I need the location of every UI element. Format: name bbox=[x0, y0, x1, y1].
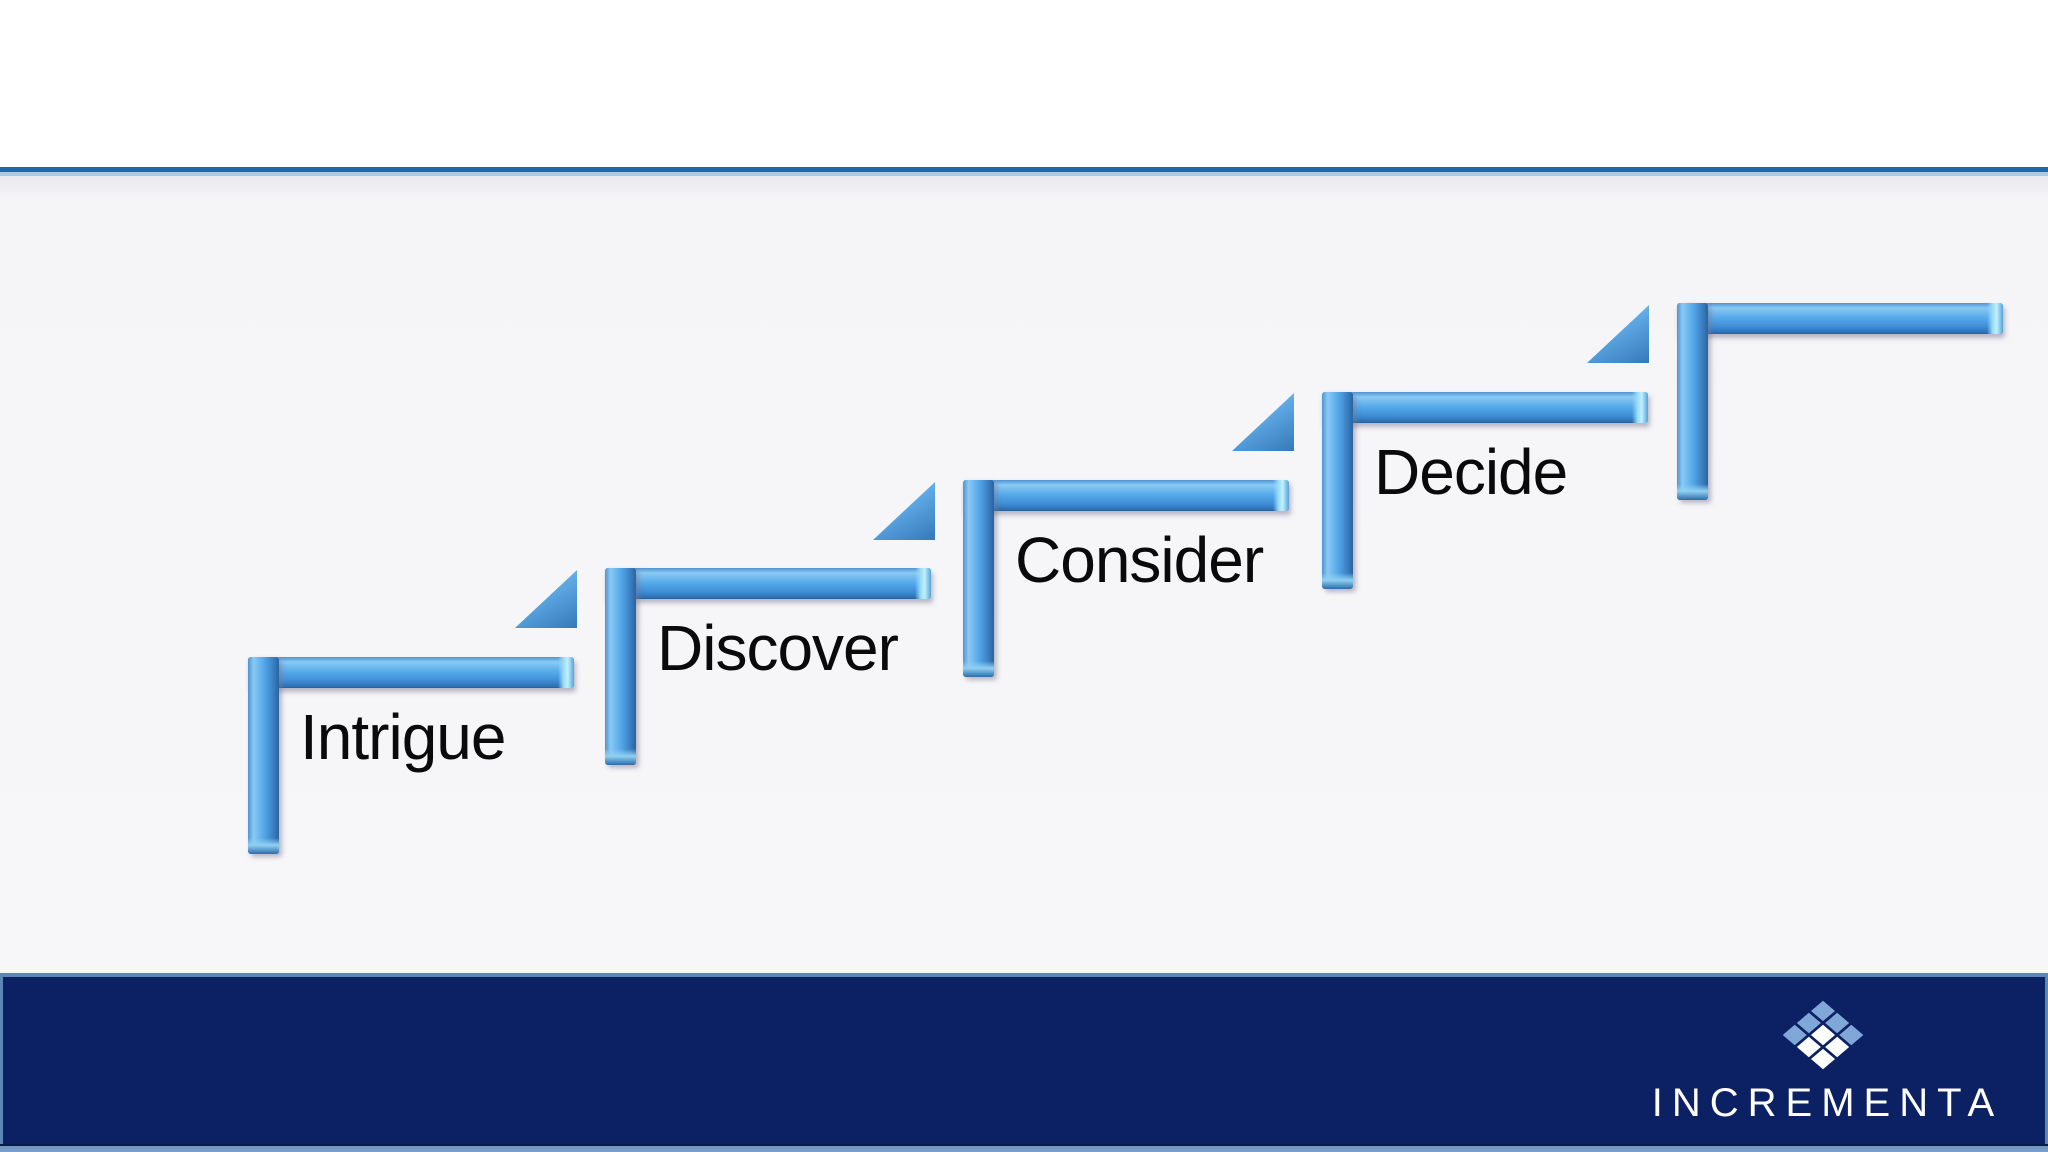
step-label: Intrigue bbox=[300, 701, 506, 773]
step-vertical-bar bbox=[1322, 392, 1353, 589]
step-horizontal-bar bbox=[963, 480, 1289, 511]
step-arrow-icon bbox=[1587, 305, 1649, 363]
step-vertical-bar bbox=[1677, 303, 1708, 500]
logo-wordmark: INCREMENTA bbox=[1651, 1081, 2004, 1125]
step-vertical-bar bbox=[605, 568, 636, 765]
top-divider-line-primary bbox=[0, 167, 2048, 172]
step-label: Consider bbox=[1015, 524, 1264, 596]
top-divider-line-secondary bbox=[0, 172, 2048, 176]
step-horizontal-bar bbox=[605, 568, 931, 599]
step-vertical-bar bbox=[248, 657, 279, 854]
step-arrow-icon bbox=[873, 482, 935, 540]
step-horizontal-bar bbox=[1322, 392, 1648, 423]
footer-bar: INCREMENTA bbox=[0, 973, 2048, 1152]
step-arrow-icon bbox=[515, 570, 577, 628]
step-horizontal-bar bbox=[248, 657, 574, 688]
step-horizontal-bar bbox=[1677, 303, 2003, 334]
step-label: Decide bbox=[1374, 436, 1568, 508]
logo-diamond-grid bbox=[1782, 1000, 1864, 1070]
top-divider-line bbox=[0, 167, 2048, 176]
step-arrow-icon bbox=[1232, 393, 1294, 451]
step-label: Discover bbox=[657, 612, 899, 684]
step-vertical-bar bbox=[963, 480, 994, 677]
logo-diamond-icon bbox=[1780, 999, 1866, 1071]
incrementa-logo: INCREMENTA bbox=[1613, 999, 2033, 1123]
